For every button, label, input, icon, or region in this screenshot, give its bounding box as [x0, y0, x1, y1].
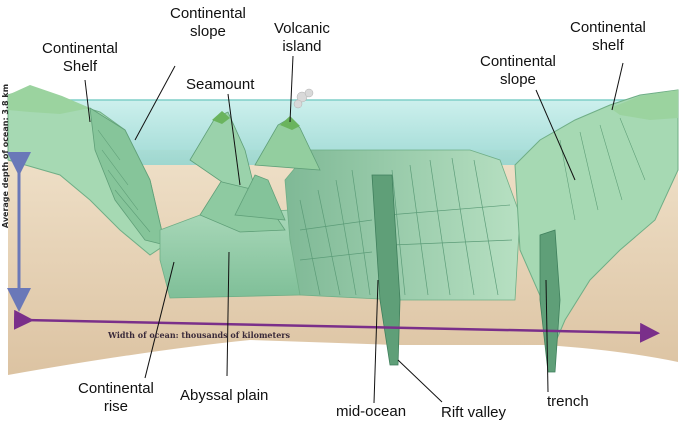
island-summit	[280, 116, 300, 130]
label-seamount: Seamount	[186, 76, 255, 93]
ocean-water	[30, 100, 655, 165]
leader-lines	[84, 55, 624, 404]
label-continental-shelf-left: Continental Shelf	[42, 40, 118, 75]
label-trench: trench	[547, 393, 589, 410]
volcanic-plume	[293, 88, 314, 109]
depth-axis-label: Average depth of ocean: 3.8 km	[1, 83, 10, 229]
slope-left-texture	[97, 129, 151, 233]
label-continental-rise: Continental rise	[78, 380, 154, 415]
seamount-small	[234, 174, 286, 221]
label-rift-valley: Rift valley	[441, 404, 507, 421]
slope-right-texture	[559, 117, 646, 221]
continental-slope-left-face	[89, 107, 166, 246]
width-axis-label: Width of ocean: thousands of kilometers	[108, 330, 290, 340]
mid-ocean-ridge	[284, 149, 521, 301]
label-continental-shelf-right: Continental shelf	[570, 19, 646, 54]
label-continental-slope-left: Continental slope	[170, 5, 246, 40]
continental-shelf-right-surface	[610, 90, 678, 120]
ridge-texture	[299, 157, 513, 296]
label-continental-slope-right: Continental slope	[480, 53, 556, 88]
continental-shelf-left-surface	[8, 85, 90, 114]
label-mid-ocean: mid-ocean	[336, 403, 407, 420]
label-abyssal-plain: Abyssal plain	[180, 387, 269, 404]
seamount-summit	[212, 111, 230, 124]
label-volcanic-island: Volcanic island	[274, 20, 330, 55]
width-arrow	[13, 309, 660, 343]
